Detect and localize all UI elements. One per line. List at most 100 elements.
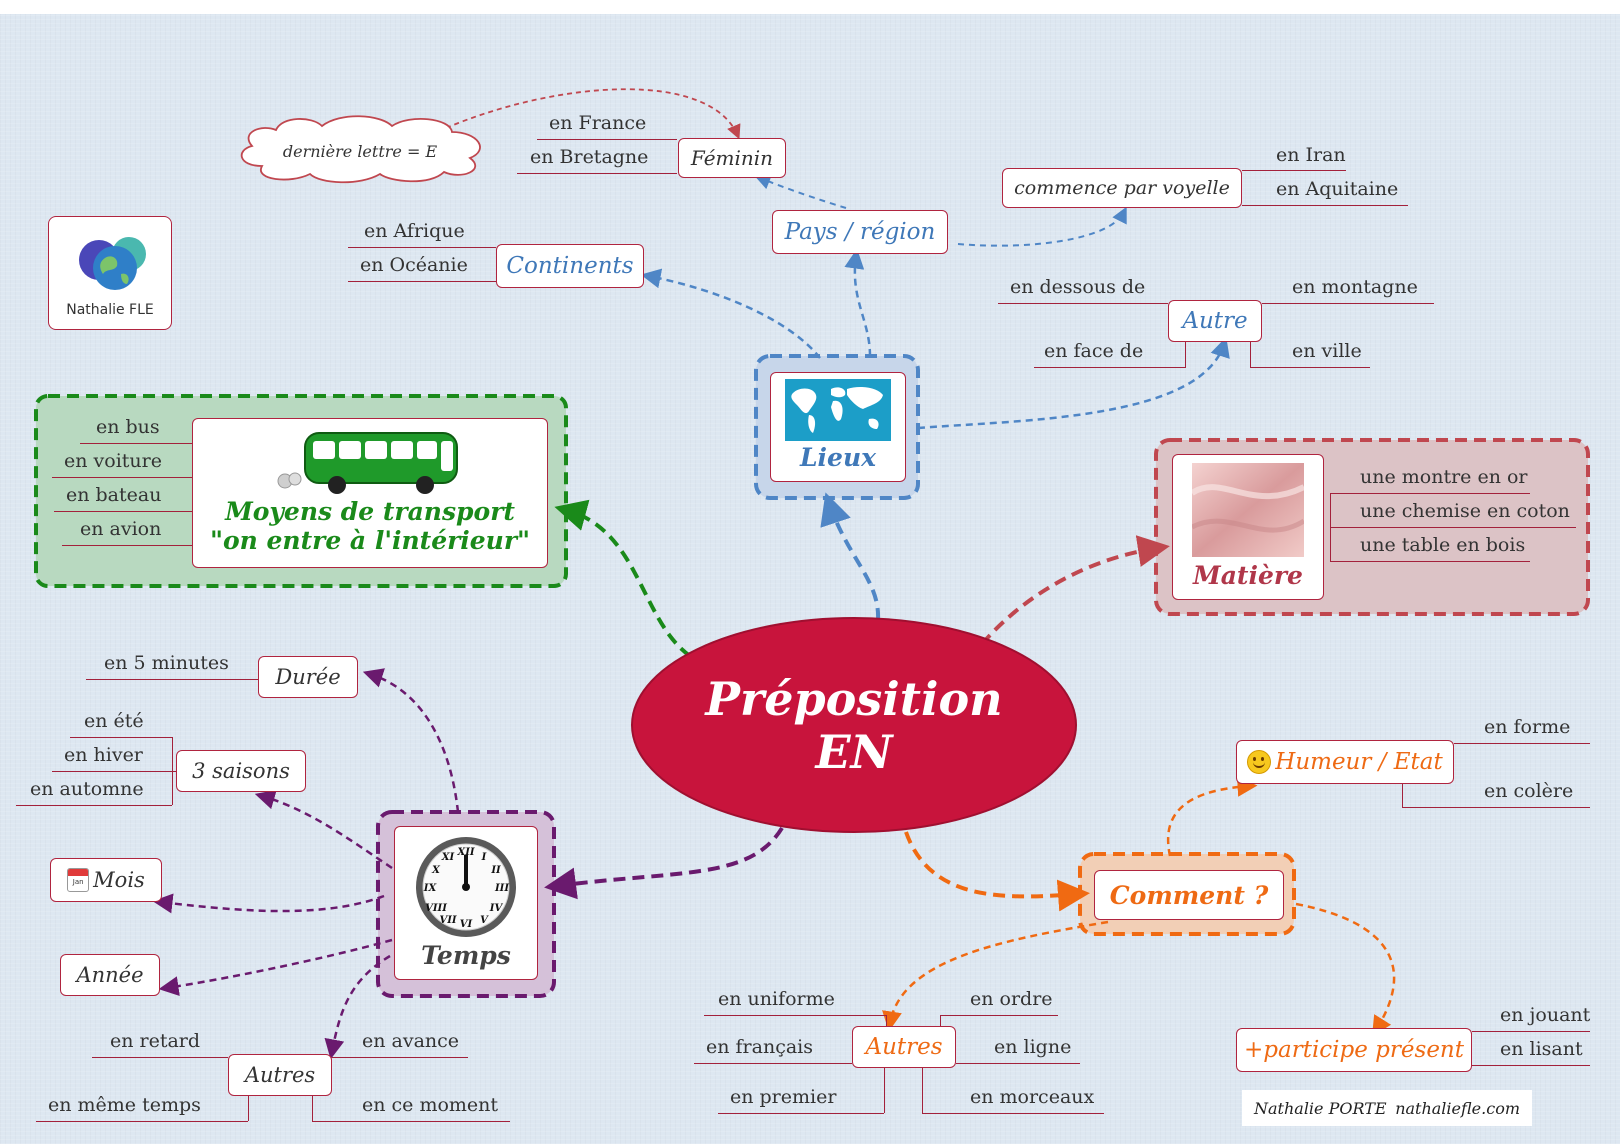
leaf-une-table-en-bois: une table en bois — [1360, 534, 1526, 556]
leaf-line — [1330, 527, 1576, 528]
leaf-connector — [312, 1096, 313, 1121]
leaf-line — [1472, 1065, 1590, 1066]
leaf-en-ete: en été — [84, 710, 144, 732]
leaf-line — [52, 477, 192, 478]
leaf-en-retard: en retard — [110, 1030, 201, 1052]
humeur-node[interactable]: Humeur / Etat — [1236, 740, 1454, 784]
leaf-line — [348, 281, 496, 282]
annee-node[interactable]: Année — [60, 954, 160, 996]
voyelle-node[interactable]: commence par voyelle — [1002, 168, 1242, 208]
svg-text:VIII: VIII — [425, 903, 447, 914]
transport-node[interactable]: Moyens de transport "on entre à l'intéri… — [192, 418, 548, 568]
svg-text:XII: XII — [456, 847, 474, 858]
matiere-node[interactable]: Matière — [1172, 454, 1324, 600]
leaf-en-avance: en avance — [362, 1030, 460, 1052]
leaf-line — [956, 1063, 1080, 1064]
calendar-icon: Jan — [67, 868, 90, 892]
svg-text:I: I — [481, 852, 487, 863]
branch-comment — [904, 831, 1090, 912]
comment-autres-node[interactable]: Autres — [852, 1026, 956, 1068]
mois-label: Mois — [93, 868, 145, 892]
leaf-connector — [884, 1068, 885, 1113]
signature-author: Nathalie PORTE — [1254, 1098, 1387, 1118]
matiere-title: Matière — [1193, 561, 1303, 590]
autre-node[interactable]: Autre — [1168, 300, 1262, 342]
leaf-en-ville: en ville — [1292, 340, 1362, 362]
mois-node[interactable]: Jan Mois — [50, 858, 162, 902]
signature: Nathalie PORTE nathaliefle.com — [1242, 1090, 1532, 1126]
leaf-en-5-minutes: en 5 minutes — [104, 652, 229, 674]
leaf-connector — [1402, 784, 1403, 807]
leaf-line — [86, 679, 258, 680]
leaf-line — [312, 1121, 510, 1122]
central-title-line1: Préposition — [703, 672, 1002, 726]
pays-region-node[interactable]: Pays / région — [772, 210, 948, 254]
continents-node[interactable]: Continents — [496, 244, 644, 288]
svg-text:IV: IV — [489, 903, 504, 914]
leaf-line — [1242, 170, 1346, 171]
leaf-line — [1454, 743, 1590, 744]
globe-icon — [79, 237, 146, 290]
svg-text:II: II — [490, 865, 501, 876]
participe-node[interactable]: +participe présent — [1236, 1028, 1472, 1072]
leaf-en-automne: en automne — [30, 778, 144, 800]
svg-text:VII: VII — [439, 915, 456, 926]
leaf-une-montre-en-or: une montre en or — [1360, 466, 1528, 488]
leaf-en-oceanie: en Océanie — [360, 254, 468, 276]
smiley-icon — [1247, 750, 1272, 774]
world-map-icon — [785, 379, 891, 441]
leaf-en-ordre: en ordre — [970, 988, 1053, 1010]
logo-box[interactable]: Nathalie FLE — [48, 216, 172, 330]
leaf-line — [62, 545, 192, 546]
note-text: dernière lettre = E — [283, 142, 438, 161]
leaf-connector — [1185, 342, 1186, 367]
leaf-connector — [1250, 342, 1251, 367]
saisons-node[interactable]: 3 saisons — [176, 750, 306, 792]
leaf-en-meme-temps: en même temps — [48, 1094, 201, 1116]
leaf-line — [537, 139, 677, 140]
leaf-en-morceaux: en morceaux — [970, 1086, 1095, 1108]
feminin-node[interactable]: Féminin — [678, 138, 786, 178]
transport-title-line2: "on entre à l'intérieur" — [209, 526, 531, 555]
leaf-en-dessous-de: en dessous de — [1010, 276, 1146, 298]
leaf-line — [940, 1015, 1058, 1016]
central-node[interactable] — [631, 617, 1077, 833]
calendar-icon-label: Jan — [72, 878, 84, 886]
leaf-line — [1242, 205, 1408, 206]
branch-lieux — [820, 492, 881, 621]
comment-node[interactable]: Comment ? — [1094, 870, 1284, 920]
svg-text:XI: XI — [441, 852, 455, 863]
lieux-node[interactable]: Lieux — [770, 372, 906, 482]
temps-title: Temps — [421, 941, 511, 970]
leaf-en-avion: en avion — [80, 518, 162, 540]
leaf-line — [922, 1113, 1104, 1114]
temps-autres-node[interactable]: Autres — [228, 1054, 332, 1096]
leaf-line — [1472, 1031, 1590, 1032]
lieux-title: Lieux — [799, 443, 877, 472]
leaf-line — [36, 1121, 248, 1122]
leaf-en-colere: en colère — [1484, 780, 1574, 802]
leaf-line — [70, 737, 172, 738]
leaf-line — [348, 247, 496, 248]
leaf-connector — [922, 1068, 923, 1113]
leaf-line — [92, 1057, 228, 1058]
leaf-en-aquitaine: en Aquitaine — [1276, 178, 1399, 200]
leaf-line — [54, 511, 192, 512]
leaf-en-lisant: en lisant — [1500, 1038, 1583, 1060]
leaf-connector — [886, 1015, 887, 1026]
svg-text:VI: VI — [460, 919, 473, 930]
branch-transport — [554, 499, 692, 658]
duree-node[interactable]: Durée — [258, 656, 358, 698]
branch-matiere — [980, 535, 1170, 646]
logo-caption: Nathalie FLE — [66, 302, 154, 318]
transport-title-line1: Moyens de transport — [225, 497, 515, 526]
bus-icon — [277, 432, 458, 494]
leaf-en-hiver: en hiver — [64, 744, 143, 766]
leaf-en-premier: en premier — [730, 1086, 837, 1108]
leaf-en-francais: en français — [706, 1036, 813, 1058]
svg-text:V: V — [480, 915, 489, 926]
leaf-line — [52, 771, 176, 772]
